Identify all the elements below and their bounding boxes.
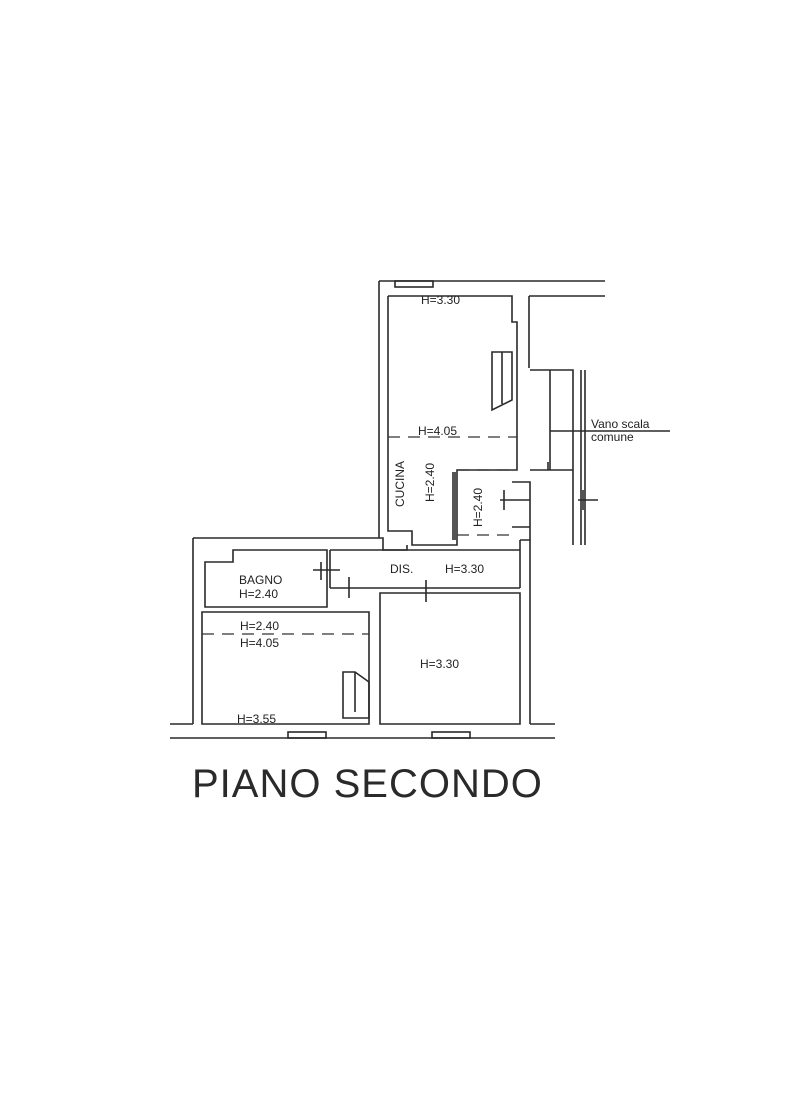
bathroom-height: H=2.40 (239, 587, 278, 601)
closet-height: H=2.40 (471, 488, 485, 527)
left-room-window-height: H=3.55 (237, 712, 276, 726)
walls (170, 280, 605, 739)
top-room-height: H=3.30 (421, 293, 460, 307)
left-room-height-upper: H=2.40 (240, 619, 279, 633)
kitchen-height: H=2.40 (423, 463, 437, 502)
left-room-height-lower: H=4.05 (240, 636, 279, 650)
door-marks (313, 462, 598, 602)
top-room-split-height: H=4.05 (418, 424, 457, 438)
right-room-height: H=3.30 (420, 657, 459, 671)
stair-label-line2: comune (591, 430, 634, 444)
kitchen-label: CUCINA (393, 461, 407, 507)
height-change-lines (202, 436, 517, 635)
floor-title: PIANO SECONDO (192, 762, 543, 806)
corridor-height: H=3.30 (445, 562, 484, 576)
corridor-label: DIS. (390, 562, 413, 576)
bathroom-label: BAGNO (239, 573, 282, 587)
stair-label-line1: Vano scala (591, 417, 650, 431)
